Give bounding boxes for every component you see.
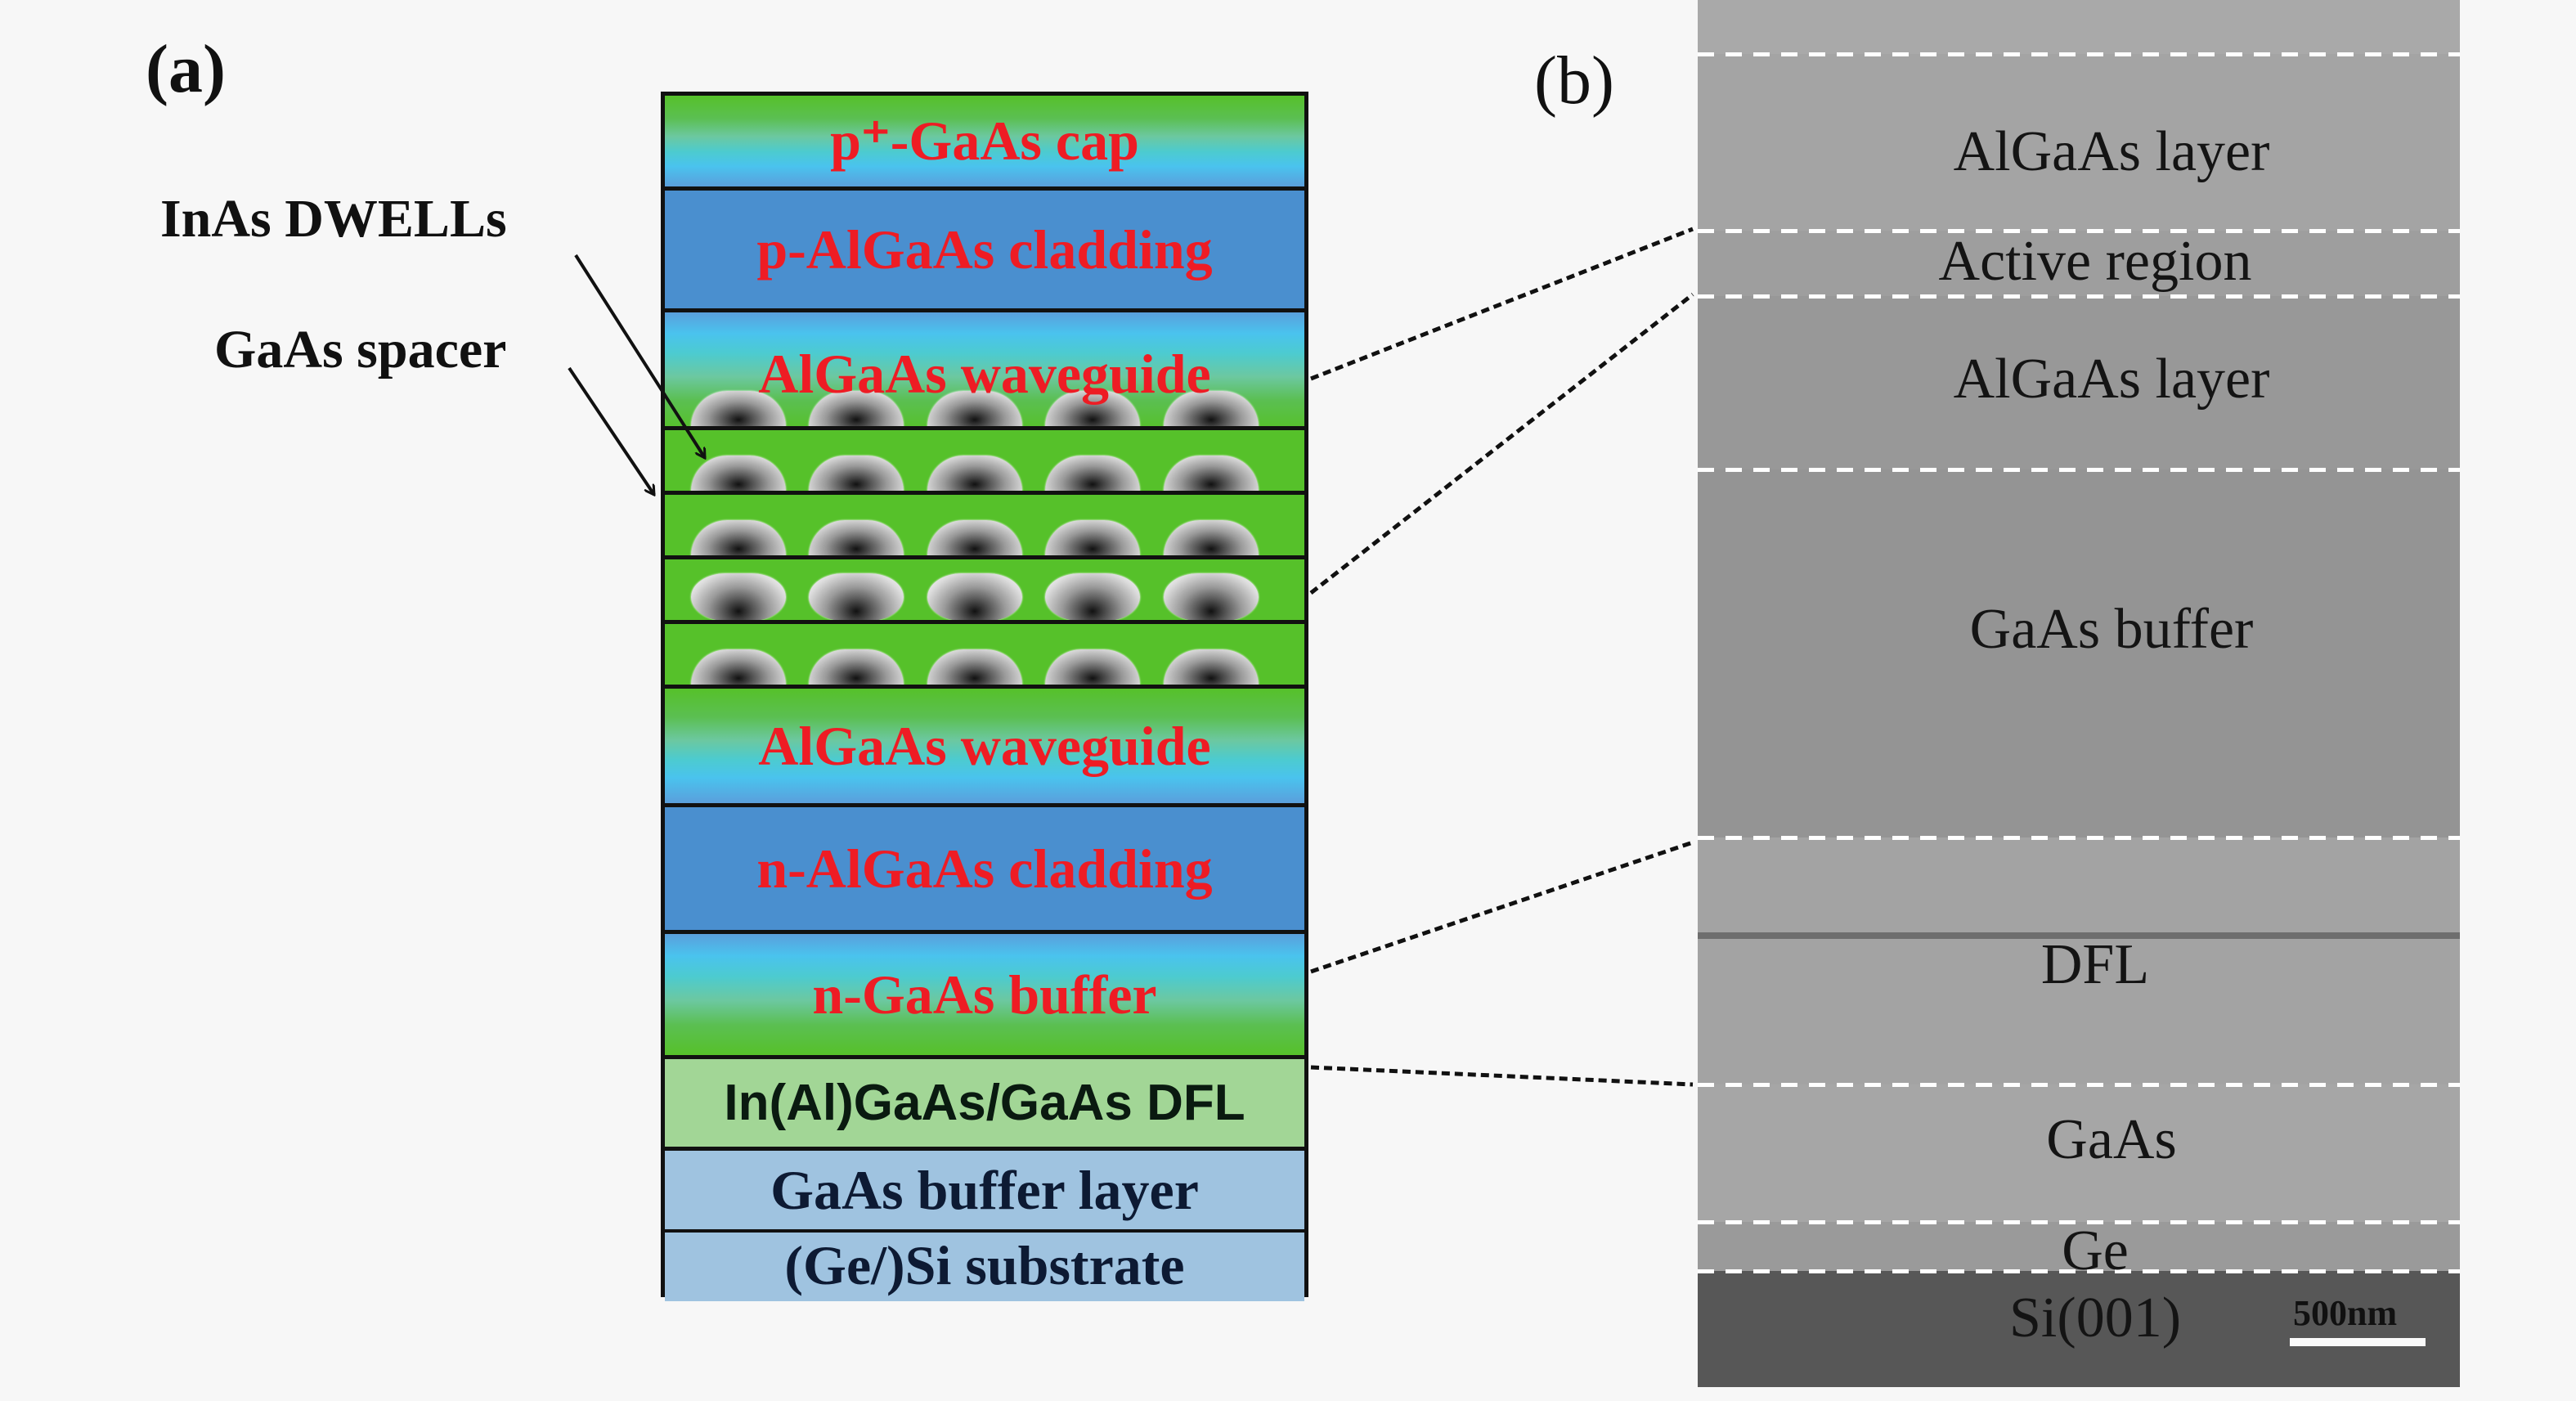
quantum-dot <box>927 573 1022 621</box>
dwell-divider <box>665 426 1304 430</box>
sem-boundary-line <box>1698 1220 2460 1224</box>
sem-boundary-line <box>1698 468 2460 472</box>
quantum-dot <box>1163 391 1259 427</box>
layer-p-cladding-label: p-AlGaAs cladding <box>756 218 1213 281</box>
sem-dfl-interface-line <box>1698 932 2460 939</box>
dwell-period <box>665 495 1304 559</box>
layer-lower-waveguide-label: AlGaAs waveguide <box>758 714 1211 777</box>
layer-gaas-buffer: GaAs buffer layer <box>665 1151 1304 1229</box>
quantum-dot <box>1045 573 1141 621</box>
quantum-dot <box>809 456 904 492</box>
layer-n-cladding-label: n-AlGaAs cladding <box>756 837 1213 900</box>
quantum-dot <box>1045 520 1141 556</box>
sem-region-active <box>1698 231 2460 296</box>
quantum-dot <box>1045 391 1141 427</box>
layer-divider <box>665 308 1304 312</box>
layer-divider <box>665 186 1304 191</box>
sem-boundary-line <box>1698 52 2460 56</box>
annotation-inas-dwells: InAs DWELLs <box>160 189 507 249</box>
quantum-dot <box>927 649 1022 685</box>
layer-lower-waveguide: AlGaAs waveguide <box>665 689 1304 803</box>
quantum-dot <box>809 649 904 685</box>
quantum-dot <box>1163 456 1259 492</box>
sem-boundary-line <box>1698 1269 2460 1273</box>
dwell-period <box>665 624 1304 689</box>
quantum-dot <box>927 391 1022 427</box>
scale-bar <box>2290 1338 2426 1346</box>
connector-active-top <box>1310 227 1694 381</box>
layer-substrate: (Ge/)Si substrate <box>665 1233 1304 1301</box>
sem-label-gaas-buffer: GaAs buffer <box>1969 598 2254 661</box>
dwell-divider <box>665 620 1304 624</box>
quantum-dot <box>1045 649 1141 685</box>
layer-divider <box>665 1229 1304 1233</box>
dwell-region <box>665 366 1304 689</box>
sem-cross-section-image: AlGaAs layer Active region AlGaAs layer … <box>1698 0 2460 1387</box>
sem-region-gaas-buffer <box>1698 469 2460 837</box>
connector-dfl-bottom <box>1310 1065 1694 1087</box>
dwell-period <box>665 430 1304 495</box>
layer-gaas-buffer-label: GaAs buffer layer <box>770 1158 1199 1221</box>
connector-active-bottom <box>1309 293 1694 595</box>
sem-boundary-line <box>1698 1083 2460 1087</box>
dwell-divider <box>665 555 1304 559</box>
layer-dfl: In(Al)GaAs/GaAs DFL <box>665 1059 1304 1147</box>
sem-region-gaas <box>1698 1084 2460 1222</box>
quantum-dot <box>1163 573 1259 621</box>
layer-cap-label: p⁺-GaAs cap <box>830 110 1139 172</box>
panel-a-label: (a) <box>146 31 226 107</box>
sem-region-algaas-top <box>1698 54 2460 231</box>
quantum-dot <box>1163 520 1259 556</box>
layer-p-cladding: p-AlGaAs cladding <box>665 191 1304 308</box>
layer-cap: p⁺-GaAs cap <box>665 96 1304 186</box>
layer-divider <box>665 1055 1304 1059</box>
connector-dfl-top <box>1310 840 1694 974</box>
quantum-dot <box>927 520 1022 556</box>
sem-label-si: Si(001) <box>2009 1286 2181 1349</box>
layer-upper-waveguide-label: AlGaAs waveguide <box>758 343 1211 405</box>
annotation-gaas-spacer: GaAs spacer <box>214 320 507 379</box>
sem-label-ge: Ge <box>2062 1219 2129 1282</box>
panel-b-label: (b) <box>1534 43 1614 119</box>
layer-n-buffer-label: n-GaAs buffer <box>812 963 1157 1026</box>
quantum-dot <box>927 456 1022 492</box>
sem-label-dfl: DFL <box>2040 933 2150 996</box>
dwell-period <box>665 559 1304 624</box>
sem-boundary-line <box>1698 294 2460 299</box>
quantum-dot <box>691 649 786 685</box>
sem-boundary-line <box>1698 836 2460 840</box>
sem-boundary-line <box>1698 229 2460 233</box>
quantum-dot <box>691 573 786 621</box>
sem-region-si <box>1698 1271 2460 1387</box>
layer-divider <box>665 930 1304 934</box>
quantum-dot <box>809 520 904 556</box>
layer-divider <box>665 803 1304 807</box>
arrow-spacer <box>568 366 656 495</box>
quantum-dot <box>1163 649 1259 685</box>
dwell-divider <box>665 491 1304 495</box>
quantum-dot <box>691 456 786 492</box>
dwell-period <box>665 366 1304 430</box>
layer-divider <box>665 685 1304 689</box>
scale-bar-label: 500nm <box>2293 1293 2398 1333</box>
sem-region-algaas-bottom <box>1698 296 2460 469</box>
sem-region-ge <box>1698 1222 2460 1271</box>
sem-label-gaas: GaAs <box>2046 1108 2177 1171</box>
sem-region-dfl <box>1698 837 2460 1084</box>
layer-divider <box>665 1147 1304 1151</box>
layer-substrate-label: (Ge/)Si substrate <box>784 1233 1185 1296</box>
quantum-dot <box>809 391 904 427</box>
layer-n-buffer: n-GaAs buffer <box>665 934 1304 1055</box>
sem-label-algaas-bottom: AlGaAs layer <box>1953 348 2270 411</box>
quantum-dot <box>809 573 904 621</box>
quantum-dot <box>691 391 786 427</box>
layer-stack-diagram: p⁺-GaAs cap p-AlGaAs cladding AlGaAs wav… <box>661 92 1308 1301</box>
sem-label-algaas-top: AlGaAs layer <box>1953 120 2270 183</box>
quantum-dot <box>1045 456 1141 492</box>
sem-label-active-region: Active region <box>1938 230 2252 293</box>
quantum-dot <box>691 520 786 556</box>
layer-dfl-label: In(Al)GaAs/GaAs DFL <box>724 1075 1245 1131</box>
sem-top-surface <box>1698 0 2460 54</box>
layer-n-cladding: n-AlGaAs cladding <box>665 807 1304 930</box>
